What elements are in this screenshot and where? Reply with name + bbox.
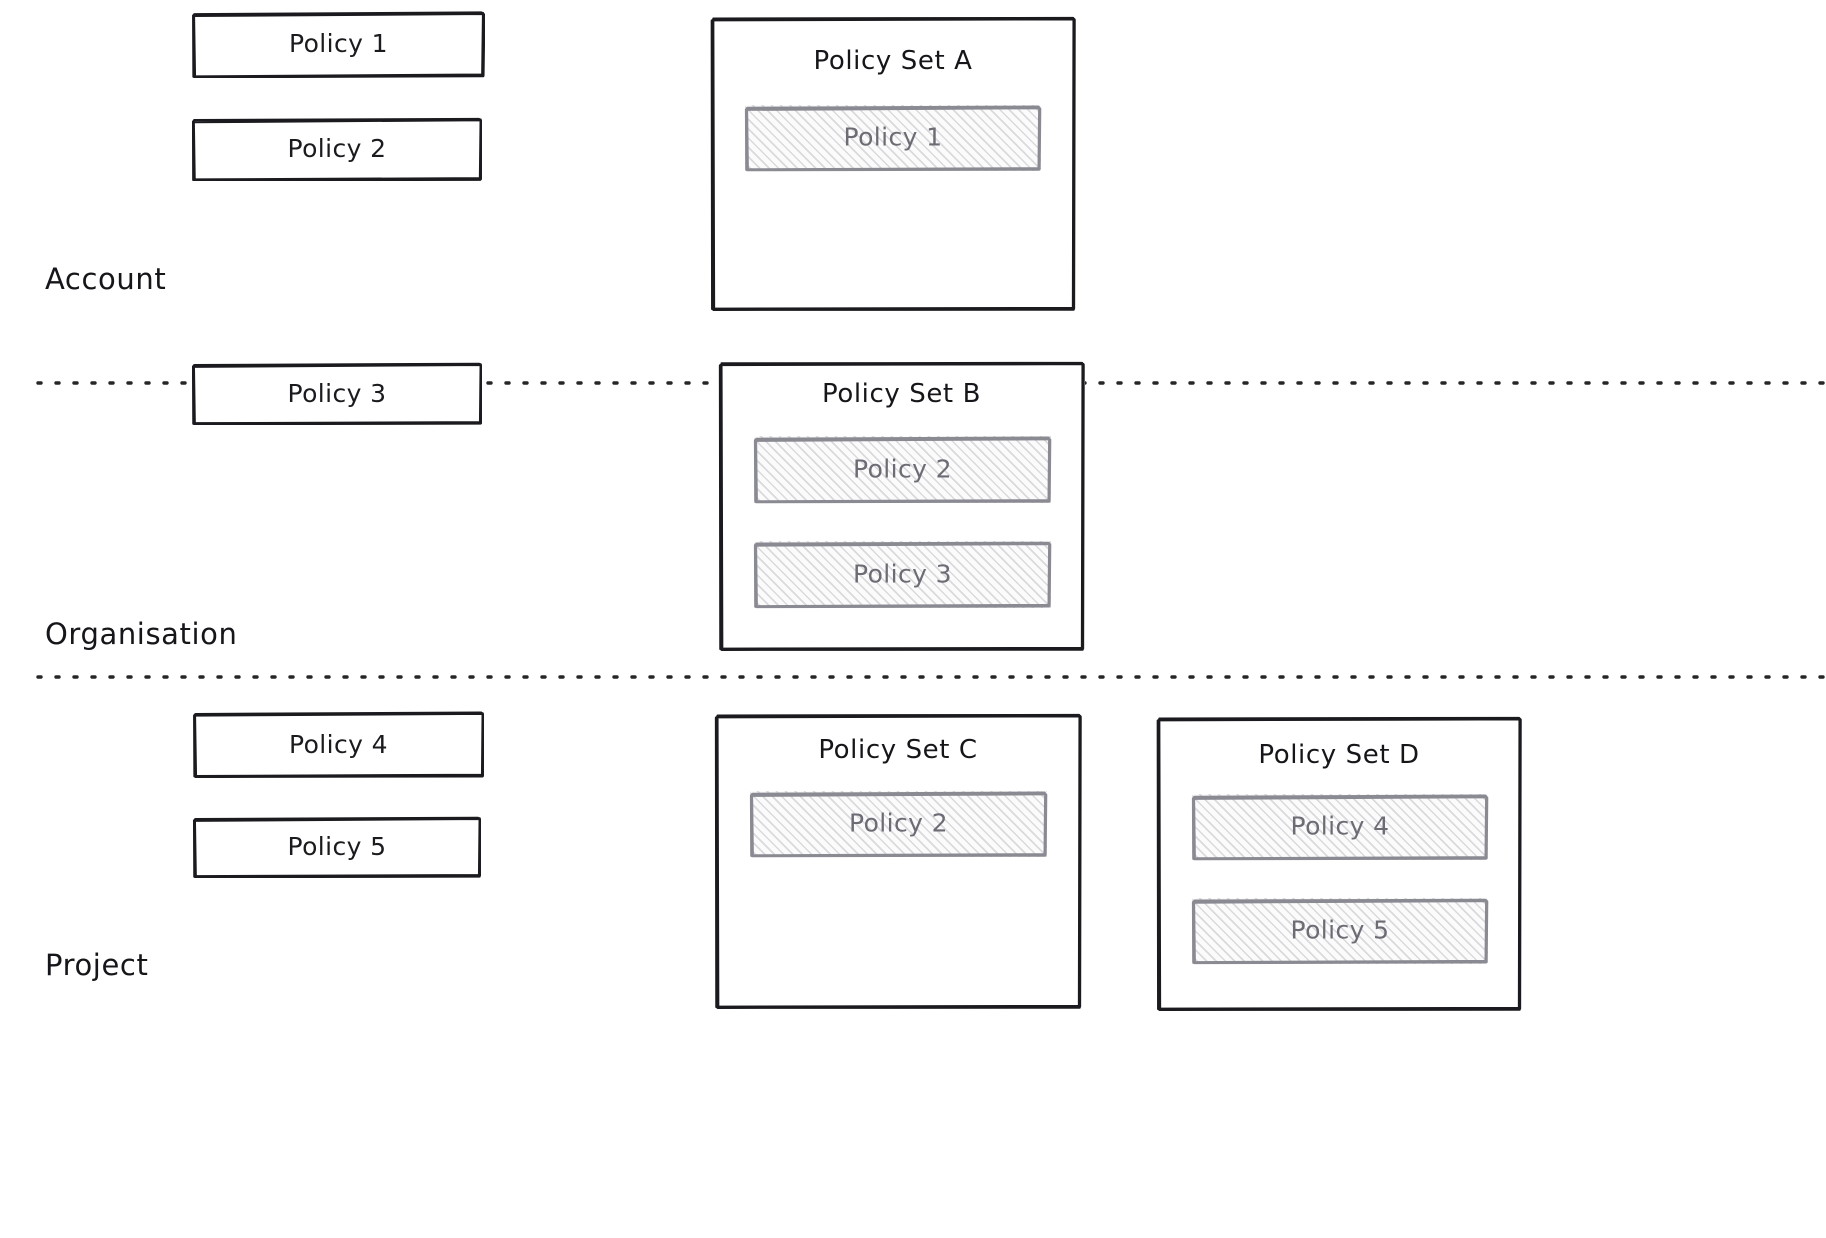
- tier-label-organisation: Organisation: [45, 617, 238, 651]
- tier-label-account: Account: [45, 262, 167, 296]
- policy-set-member-label: Policy 4: [1290, 811, 1390, 841]
- policy-set-member-label: Policy 5: [1290, 915, 1390, 945]
- tier-label-project: Project: [45, 948, 149, 982]
- policy-chip-label: Policy 2: [287, 133, 387, 163]
- policy-set-c[interactable]: Policy Set C Policy 2: [714, 713, 1082, 1009]
- policy-set-member-policy-5[interactable]: Policy 5: [1191, 898, 1489, 965]
- policy-set-member-label: Policy 2: [853, 453, 952, 483]
- policy-chip-policy-3[interactable]: Policy 3: [192, 362, 482, 425]
- sketch-outline: [753, 541, 1052, 609]
- policy-chip-label: Policy 1: [289, 28, 388, 58]
- policy-set-d[interactable]: Policy Set D Policy 4 Policy 5: [1156, 716, 1522, 1011]
- policy-set-member-policy-2[interactable]: Policy 2: [749, 791, 1048, 858]
- policy-set-title: Policy Set C: [818, 735, 978, 765]
- policy-chip-label: Policy 4: [289, 729, 388, 759]
- policy-set-member-policy-4[interactable]: Policy 4: [1191, 794, 1489, 861]
- sketch-outline: [710, 16, 1076, 311]
- sketch-outline: [192, 11, 485, 78]
- policy-chip-label: Policy 3: [287, 378, 387, 408]
- policy-chip-label: Policy 5: [287, 831, 387, 861]
- policy-set-title: Policy Set A: [813, 46, 973, 76]
- policy-set-member-label: Policy 3: [853, 558, 952, 588]
- sketch-outline: [749, 791, 1048, 858]
- divider-organisation-project: [36, 675, 1826, 679]
- policy-chip-policy-5[interactable]: Policy 5: [193, 816, 481, 878]
- sketch-outline: [1191, 898, 1489, 965]
- policy-chip-policy-1[interactable]: Policy 1: [192, 10, 485, 78]
- policy-chip-policy-2[interactable]: Policy 2: [192, 117, 482, 181]
- sketch-outline: [192, 117, 482, 181]
- policy-set-member-label: Policy 2: [849, 808, 948, 838]
- sketch-outline: [193, 711, 484, 778]
- sketch-outline: [1191, 794, 1489, 861]
- policy-set-title: Policy Set D: [1258, 740, 1420, 770]
- policy-set-member-policy-1[interactable]: Policy 1: [744, 105, 1042, 172]
- sketch-outline: [192, 362, 482, 425]
- policy-set-member-policy-2[interactable]: Policy 2: [753, 436, 1052, 504]
- policy-set-member-label: Policy 1: [843, 122, 943, 152]
- sketch-outline: [718, 361, 1085, 651]
- sketch-outline: [1156, 716, 1522, 1011]
- policy-set-a[interactable]: Policy Set A Policy 1: [710, 16, 1076, 311]
- sketch-outline: [193, 816, 481, 878]
- sketch-outline: [753, 436, 1052, 504]
- policy-set-b[interactable]: Policy Set B Policy 2 Policy 3: [718, 361, 1085, 651]
- sketch-outline: [744, 105, 1042, 172]
- policy-set-title: Policy Set B: [821, 379, 982, 409]
- policy-chip-policy-4[interactable]: Policy 4: [193, 711, 484, 778]
- sketch-outline: [714, 713, 1082, 1009]
- policy-set-member-policy-3[interactable]: Policy 3: [753, 541, 1052, 609]
